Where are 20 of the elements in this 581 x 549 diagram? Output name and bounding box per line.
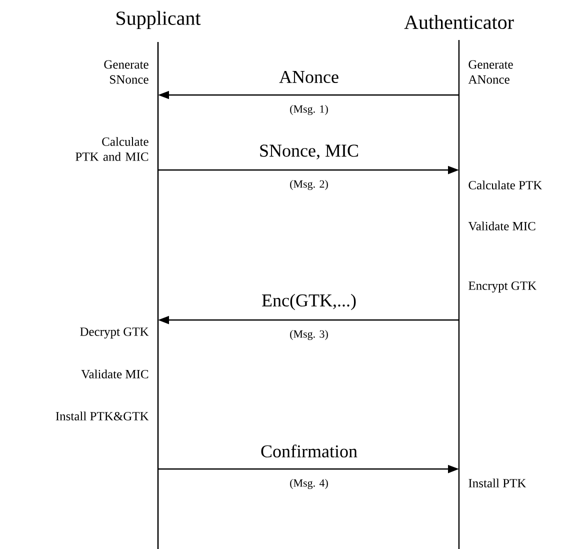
- message-number: (Msg. 1): [290, 105, 328, 115]
- step-text: Validate MIC: [468, 222, 536, 230]
- step-text: Generate ANonce: [468, 60, 513, 84]
- message-number: (Msg. 4): [290, 479, 328, 489]
- step-text: Validate MIC: [81, 370, 148, 378]
- edge-label: SNonce, MIC: [258, 144, 360, 160]
- participant-label: Authenticator: [404, 14, 514, 30]
- step-text: Encrypt GTK: [468, 282, 536, 292]
- edge-label: ANonce: [278, 70, 340, 84]
- message-number: (Msg. 2): [290, 180, 328, 190]
- participant-label: Supplicant: [116, 10, 201, 30]
- edge-label: Confirmation: [260, 444, 358, 458]
- step-text: Install PTK: [468, 478, 526, 488]
- step-text: Install PTK&GTK: [56, 412, 149, 420]
- step-text: Calculate PTK and MIC: [76, 137, 148, 161]
- step-text: Decrypt GTK: [80, 328, 149, 338]
- step-text: Calculate PTK: [468, 180, 542, 190]
- edge-label: Enc(GTK,...): [260, 292, 358, 312]
- step-text: Generate SNonce: [104, 60, 148, 84]
- message-number: (Msg. 3): [290, 330, 328, 340]
